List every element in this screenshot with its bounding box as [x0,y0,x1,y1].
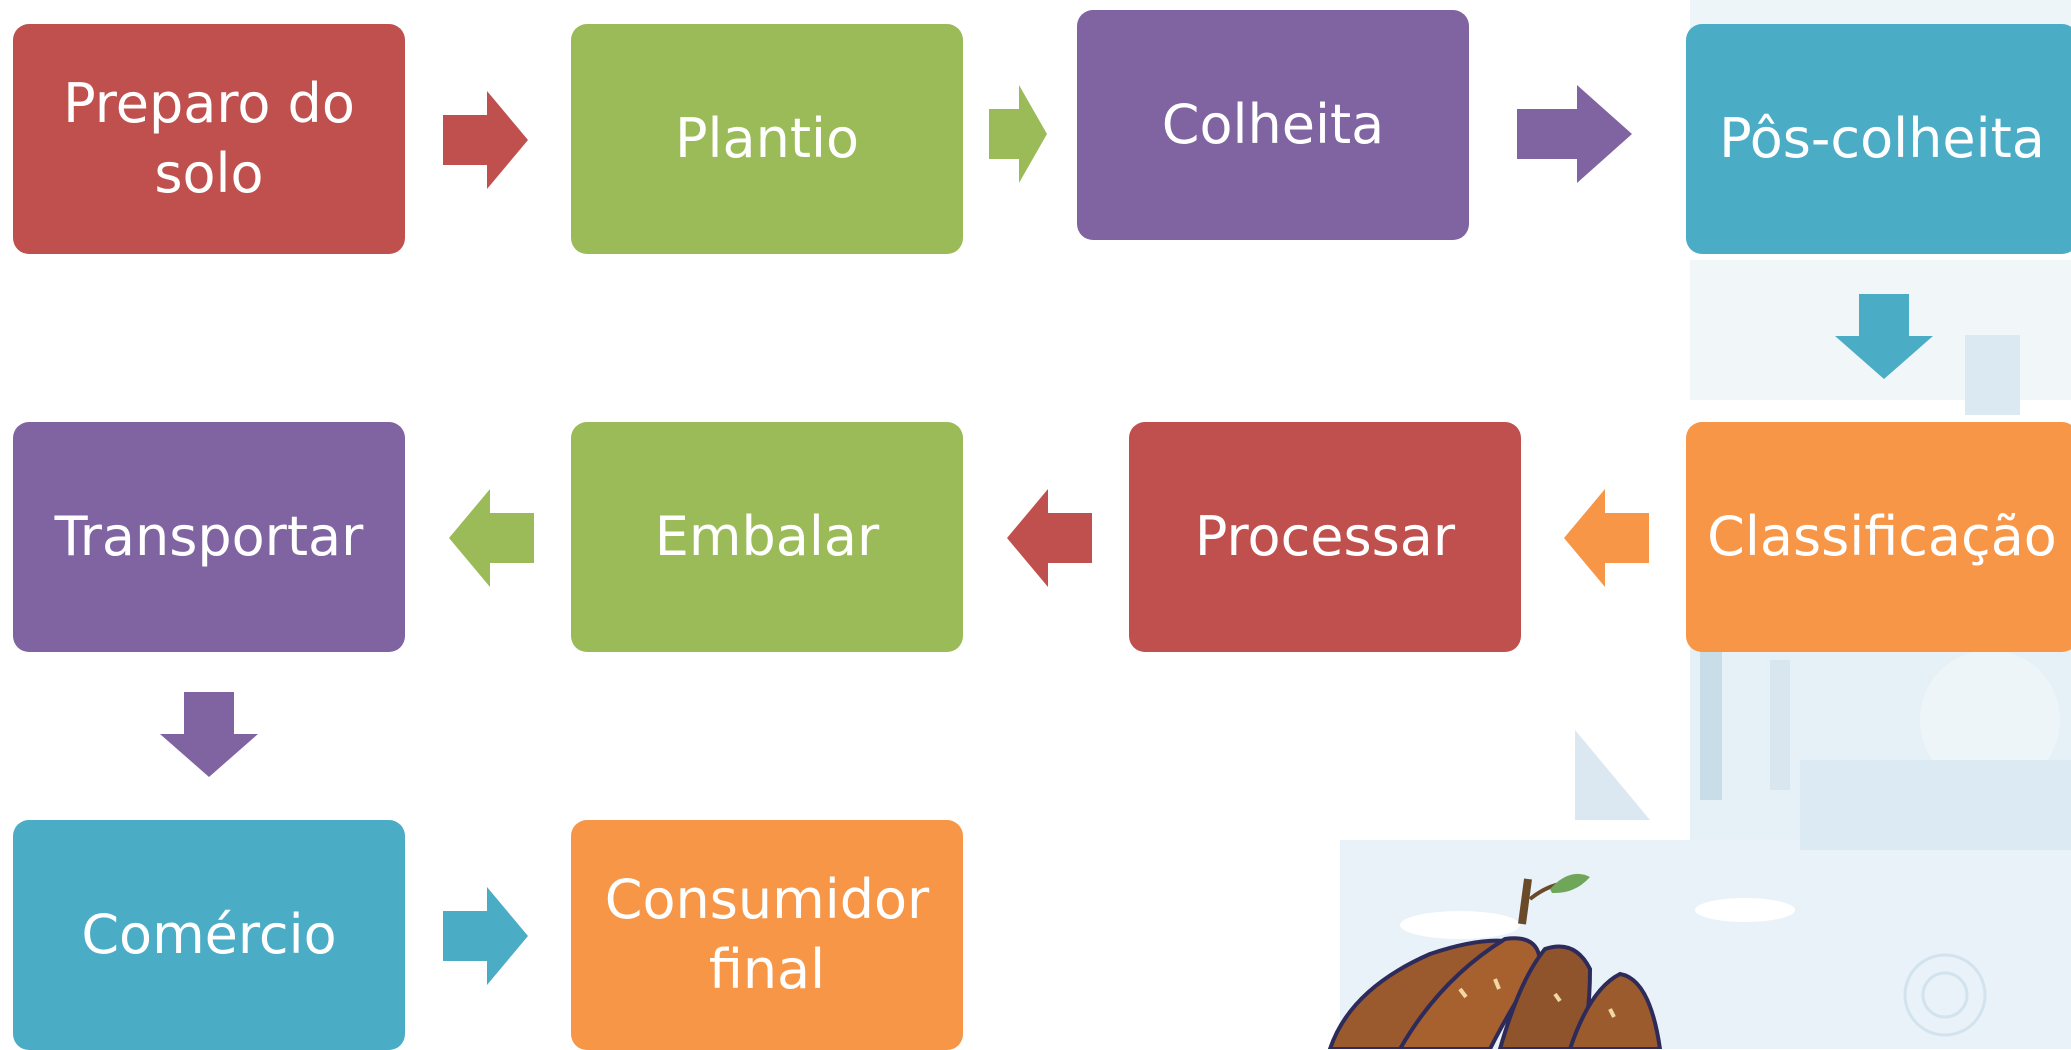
step-comercio: Comércio [13,820,405,1050]
step-label: Plantio [674,107,860,170]
step-plantio: Plantio [571,24,963,254]
arrow-down-icon [160,692,258,777]
step-transportar: Transportar [13,422,405,652]
arrow-right-icon [1517,85,1632,183]
arrow-down-icon [1835,294,1933,379]
step-preparo-do-solo: Preparo do solo [13,24,405,254]
arrow-right-icon [989,85,1047,183]
step-label: Preparo do solo [63,72,355,205]
step-pos-colheita: Pôs-colheita [1686,24,2071,254]
step-label: Embalar [654,505,880,568]
step-label: Pôs-colheita [1719,107,2045,170]
step-colheita: Colheita [1077,10,1469,240]
step-label: Transportar [54,505,364,568]
step-label: Classificação [1707,505,2057,568]
arrow-right-icon [443,91,528,189]
arrow-left-icon [1564,489,1649,587]
step-embalar: Embalar [571,422,963,652]
step-classificacao: Classificação [1686,422,2071,652]
arrow-left-icon [449,489,534,587]
step-processar: Processar [1129,422,1521,652]
step-label: Processar [1194,505,1456,568]
arrow-left-icon [1007,489,1092,587]
cassava-roots-illustration [1327,873,1663,1049]
step-consumidor-final: Consumidor final [571,820,963,1050]
step-label: Colheita [1161,93,1385,156]
step-label: Comércio [81,903,337,966]
step-label: Consumidor final [604,868,930,1001]
arrow-right-icon [443,887,528,985]
